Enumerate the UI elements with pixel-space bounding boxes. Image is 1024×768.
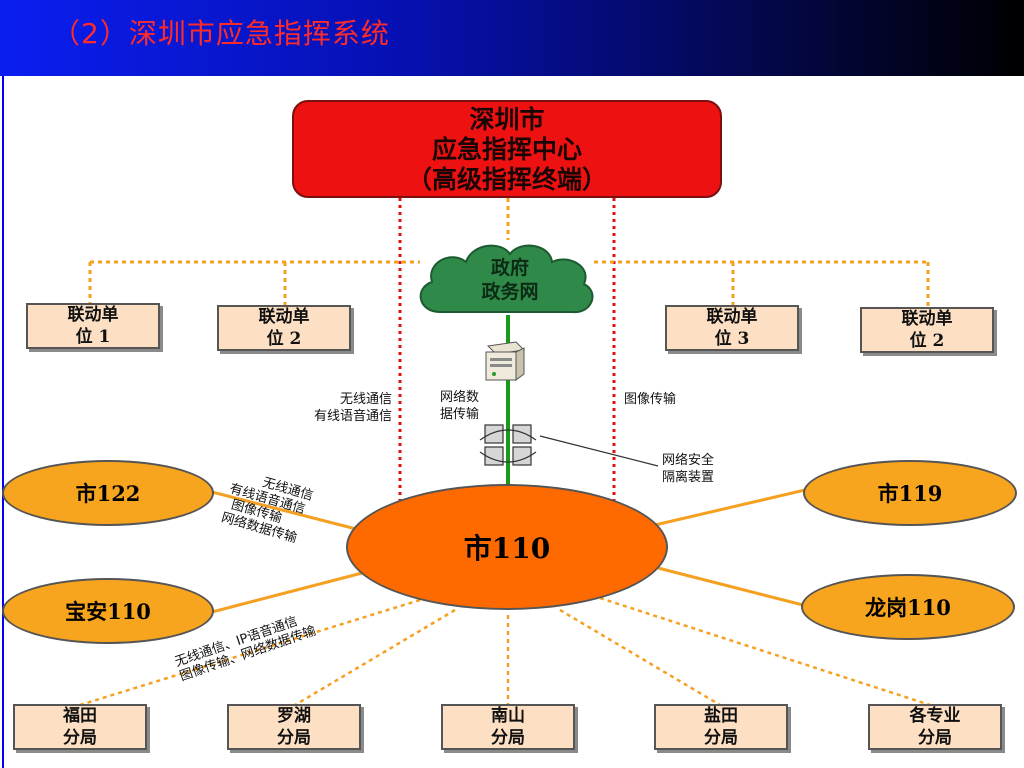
linkage-unit-3: 联动单位 3 xyxy=(665,305,799,351)
net-data-label: 网络数 据传输 xyxy=(440,389,479,423)
branch-label: 分局 xyxy=(277,728,311,748)
linkage-unit-label: 位 3 xyxy=(714,329,750,349)
ellipse-city-119: 市119 xyxy=(803,460,1017,526)
wireless-comm-label: 无线通信 有线语音通信 xyxy=(262,391,392,425)
ellipse-longgang-110-label: 龙岗110 xyxy=(865,595,951,620)
link-zhuanye xyxy=(599,596,931,707)
image-trans-label: 图像传输 xyxy=(624,392,677,407)
branch-label: 分局 xyxy=(918,728,952,748)
branch-label: 分局 xyxy=(63,728,97,748)
link-longgang xyxy=(657,566,804,607)
linkage-unit-1: 联动单位 1 xyxy=(26,303,160,349)
firewall-icon xyxy=(479,424,537,466)
branch-label: 福田 xyxy=(63,706,97,726)
hub-city-110-label: 市110 xyxy=(463,532,551,565)
command-center-box: 深圳市 应急指挥中心 （高级指挥终端） xyxy=(292,100,722,198)
gov-network-line1: 政府 xyxy=(490,257,529,279)
server-icon xyxy=(485,341,526,381)
link-luohu xyxy=(294,608,456,707)
branch-label: 南山 xyxy=(491,706,525,726)
linkage-unit-label: 位 2 xyxy=(266,329,302,349)
link-122 xyxy=(211,490,361,532)
branch-label: 各专业 xyxy=(909,706,961,726)
command-center-subtitle: 应急指挥中心 xyxy=(431,135,582,164)
linkage-unit-2: 联动单位 2 xyxy=(217,305,351,351)
link-yantian xyxy=(559,608,721,707)
linkage-unit-label: 联动单 xyxy=(67,305,119,325)
command-center-note: （高级指挥终端） xyxy=(406,165,607,194)
linkage-unit-label: 联动单 xyxy=(706,307,758,327)
cloud-icon xyxy=(419,244,594,314)
net-data-line2: 据传输 xyxy=(440,407,480,422)
branch-yantian: 盐田分局 xyxy=(654,704,788,750)
ellipse-baoan-110-label: 宝安110 xyxy=(65,599,151,624)
ellipse-baoan-110: 宝安110 xyxy=(2,578,214,644)
ellipse-longgang-110: 龙岗110 xyxy=(801,574,1015,640)
linkage-unit-label: 位 2 xyxy=(909,331,945,351)
security-line2: 隔离装置 xyxy=(662,470,715,485)
security-device-label: 网络安全 隔离装置 xyxy=(662,452,714,486)
command-center-title: 深圳市 xyxy=(469,105,545,134)
slide-header: （2）深圳市应急指挥系统 xyxy=(0,0,1024,76)
gov-network-line2: 政务网 xyxy=(481,281,539,303)
security-pointer xyxy=(539,435,659,467)
net-data-line1: 网络数 xyxy=(440,390,480,405)
link-futian xyxy=(79,598,421,707)
branch-label: 罗湖 xyxy=(277,706,311,726)
branch-luohu: 罗湖分局 xyxy=(227,704,361,750)
branch-label: 盐田 xyxy=(704,706,738,726)
wireless-comm-line2: 有线语音通信 xyxy=(313,409,392,424)
branch-zhuanye: 各专业分局 xyxy=(868,704,1002,750)
gov-network-label: 政府 政务网 xyxy=(440,256,580,304)
hub-city-110: 市110 xyxy=(346,484,668,610)
branch-label: 分局 xyxy=(491,728,525,748)
wireless-comm-line1: 无线通信 xyxy=(339,392,392,407)
ellipse-city-122-label: 市122 xyxy=(75,481,141,506)
linkage-unit-4: 联动单位 2 xyxy=(860,307,994,353)
linkage-unit-label: 联动单 xyxy=(258,307,310,327)
security-line1: 网络安全 xyxy=(662,453,715,468)
branch-futian: 福田分局 xyxy=(13,704,147,750)
slide-title: （2）深圳市应急指挥系统 xyxy=(52,17,390,50)
linkage-unit-label: 位 1 xyxy=(75,327,111,347)
ellipse-city-122: 市122 xyxy=(2,460,214,526)
linkage-unit-label: 联动单 xyxy=(901,309,953,329)
branch-label: 分局 xyxy=(704,728,738,748)
link-baoan xyxy=(211,570,367,614)
link-119 xyxy=(654,488,806,527)
ellipse-city-119-label: 市119 xyxy=(877,481,943,506)
left-border-line xyxy=(2,76,4,768)
branch-nanshan: 南山分局 xyxy=(441,704,575,750)
